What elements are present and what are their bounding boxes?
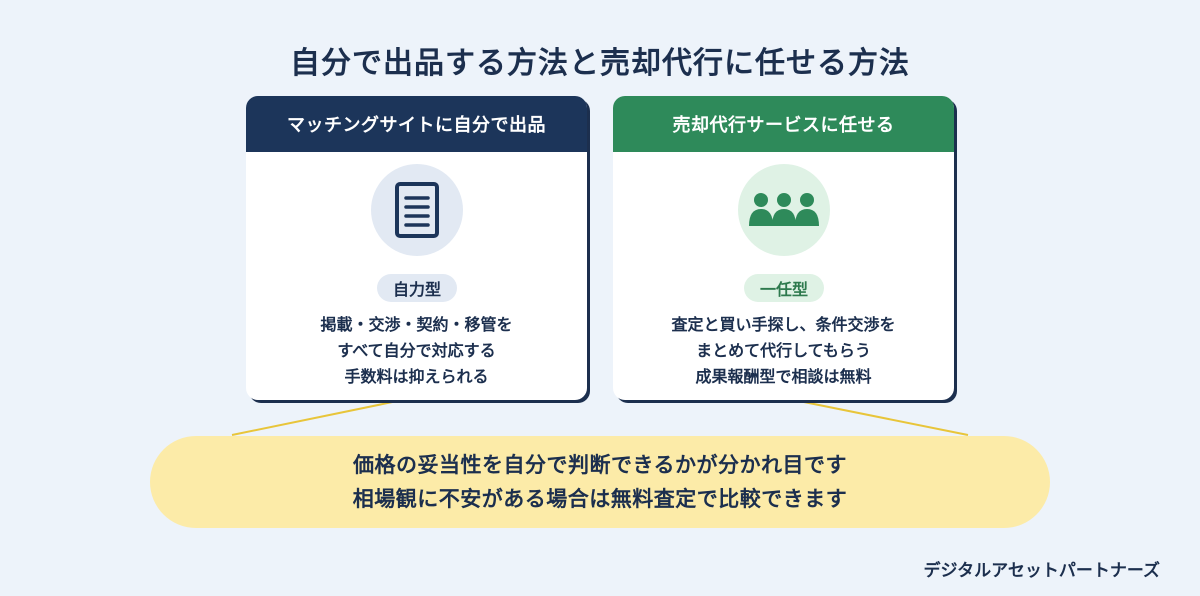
people-icon-circle [738,164,830,256]
description-line: 成果報酬型で相談は無料 [695,367,872,386]
document-icon-circle [371,164,463,256]
right-connector-line [783,397,969,436]
document-icon [395,182,439,238]
summary-callout: 価格の妥当性を自分で判断できるかが分かれ目です 相場観に不安がある場合は無料査定… [150,436,1050,528]
page-title: 自分で出品する方法と売却代行に任せる方法 [290,46,910,81]
summary-line: 相場観に不安がある場合は無料査定で比較できます [352,487,848,511]
description-line: すべて自分で対応する [337,341,496,360]
agency-service-description: 査定と買い手探し、条件交渉を まとめて代行してもらう 成果報酬型で相談は無料 [613,312,954,390]
people-group-icon [749,193,819,226]
description-line: まとめて代行してもらう [696,341,871,360]
summary-line: 価格の妥当性を自分で判断できるかが分かれ目です [352,453,848,477]
left-connector-line [231,397,413,436]
brand-name: デジタルアセットパートナーズ [923,561,1160,581]
agency-service-card: 売却代行サービスに任せる 一任型 査定と買い手探し、条件交渉を まとめて代行して… [613,96,954,400]
description-line: 査定と買い手探し、条件交渉を [671,315,896,334]
delegated-type-badge: 一任型 [744,274,824,302]
self-type-badge: 自力型 [377,274,457,302]
agency-service-header: 売却代行サービスに任せる [613,96,954,152]
self-listing-header: マッチングサイトに自分で出品 [246,96,587,152]
self-listing-description: 掲載・交渉・契約・移管を すべて自分で対応する 手数料は抑えられる [246,312,587,390]
self-listing-card: マッチングサイトに自分で出品 自力型 掲載・交渉・契約・移管を すべて自分で対応… [246,96,587,400]
description-line: 手数料は抑えられる [344,367,489,386]
description-line: 掲載・交渉・契約・移管を [320,315,513,334]
